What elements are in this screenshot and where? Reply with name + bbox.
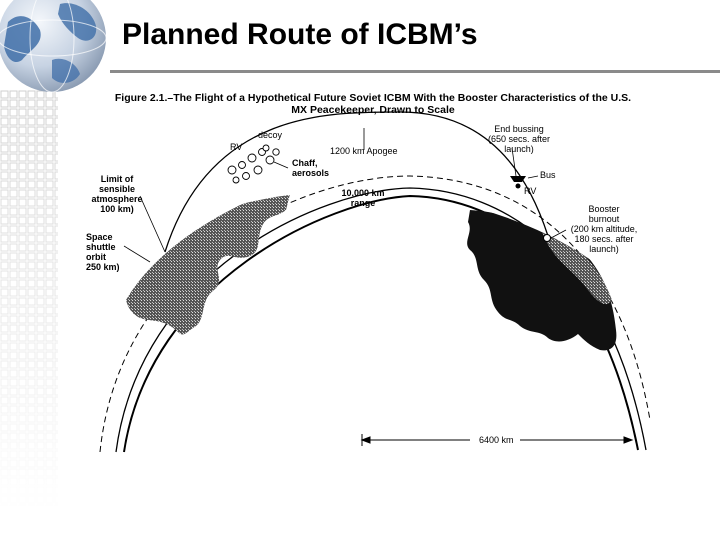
label-range: 10,000 km range (335, 188, 391, 208)
label-atmosphere-line-2: sensible (98, 184, 136, 194)
label-shuttle-line-1: Space (86, 232, 113, 242)
slide-title: Planned Route of ICBM’s (122, 18, 478, 51)
label-atmosphere-line-1: Limit of (100, 174, 134, 184)
label-chaff: Chaff, aerosols (292, 158, 329, 178)
landmass-left (126, 194, 290, 335)
decoy-cluster-icon (227, 144, 280, 184)
label-decoy: decoy (258, 130, 283, 140)
label-booster-burnout: Booster burnout (200 km altitude, 180 se… (562, 204, 646, 254)
label-booster-line-4: 180 secs. after (574, 234, 634, 244)
radius-arrow (360, 434, 634, 446)
figure-caption: Figure 2.1.–The Flight of a Hypothetical… (78, 92, 668, 116)
label-chaff-line-2: aerosols (292, 168, 330, 178)
label-apogee: 1200 km Apogee (330, 146, 398, 156)
label-range-line-2: range (350, 198, 376, 208)
label-bus: Bus (540, 170, 556, 180)
label-range-line-1: 10,000 km (341, 188, 385, 198)
label-booster-line-2: burnout (588, 214, 620, 224)
label-shuttle-line-3: orbit (86, 252, 106, 262)
label-booster-line-1: Booster (588, 204, 620, 214)
label-atmosphere-line-4: 100 km) (100, 204, 134, 214)
label-booster-line-5: launch) (589, 244, 619, 254)
caption-line-1: Figure 2.1.–The Flight of a Hypothetical… (114, 92, 632, 104)
label-end-bussing-line-3: launch) (504, 144, 534, 154)
grid-pattern-decoration (0, 90, 58, 510)
label-end-bussing-line-1: End bussing (494, 124, 544, 134)
label-shuttle-line-2: shuttle (86, 242, 116, 252)
label-booster-line-3: (200 km altitude, (570, 224, 638, 234)
caption-line-2: MX Peacekeeper, Drawn to Scale (291, 104, 455, 116)
title-rule (110, 70, 720, 73)
label-rv-left: RV (230, 142, 243, 152)
label-radius: 6400 km (476, 435, 517, 445)
label-end-bussing: End bussing (650 secs. after launch) (484, 124, 554, 154)
label-shuttle-orbit: Space shuttle orbit 250 km) (86, 232, 120, 272)
label-end-bussing-line-2: (650 secs. after (487, 134, 551, 144)
label-atmosphere: Limit of sensible atmosphere 100 km) (86, 174, 148, 214)
booster-icon (543, 234, 551, 242)
rv-icon (515, 183, 521, 189)
label-atmosphere-line-3: atmosphere (91, 194, 143, 204)
leader-lines (123, 128, 567, 263)
globe-logo-icon (0, 0, 107, 93)
landmass-right-edge (540, 222, 612, 305)
shuttle-orbit-line (99, 175, 651, 453)
label-chaff-line-1: Chaff, (292, 158, 318, 168)
bus-icon (510, 176, 526, 182)
icbm-trajectory (164, 111, 549, 253)
label-rv-right: RV (524, 186, 537, 196)
landmass-right (467, 210, 617, 351)
label-shuttle-line-4: 250 km) (86, 262, 120, 272)
